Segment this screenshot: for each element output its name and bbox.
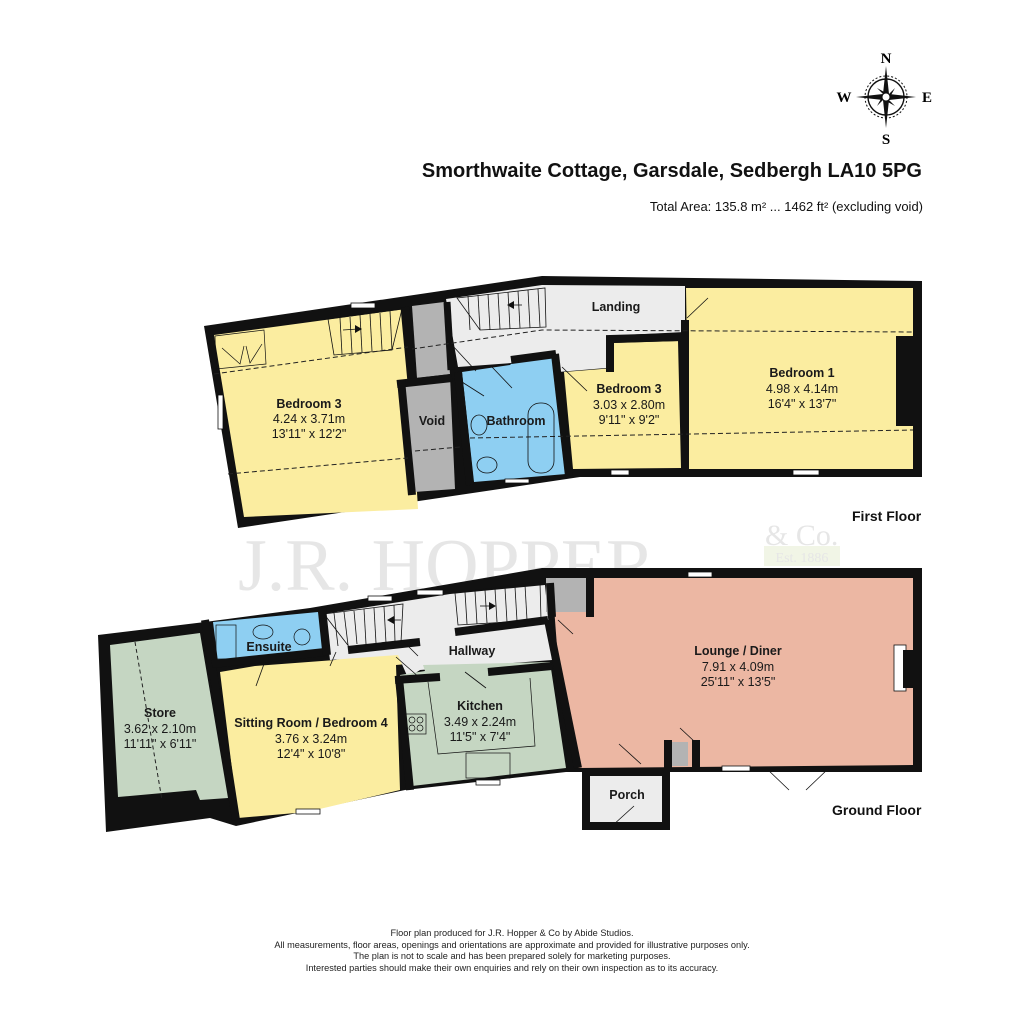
svg-text:7.91 x 4.09m: 7.91 x 4.09m (702, 660, 774, 674)
svg-text:Est. 1886: Est. 1886 (776, 551, 829, 566)
total-area: Total Area: 135.8 m² ... 1462 ft² (exclu… (649, 199, 923, 214)
room-bedroom-3-left (214, 309, 418, 517)
label-bedroom-3-small: Bedroom 3 (596, 382, 661, 396)
room-hallway (324, 585, 552, 678)
label-bedroom-3-left: Bedroom 3 (276, 397, 341, 411)
svg-text:3.03 x 2.80m: 3.03 x 2.80m (593, 398, 665, 412)
room-void (401, 376, 455, 492)
label-ensuite: Ensuite (246, 640, 291, 654)
svg-text:12'4" x 10'8": 12'4" x 10'8" (277, 747, 346, 761)
svg-text:11'5" x 7'4": 11'5" x 7'4" (450, 730, 511, 744)
label-bathroom: Bathroom (486, 414, 545, 428)
svg-text:16'4" x 13'7": 16'4" x 13'7" (768, 397, 837, 411)
label-hallway: Hallway (449, 644, 496, 658)
ground-floor-label: Ground Floor (832, 802, 922, 818)
svg-text:9'11" x 9'2": 9'11" x 9'2" (599, 413, 660, 427)
compass-n: N (881, 51, 892, 67)
room-bedroom-3-small (564, 341, 681, 469)
svg-text:13'11" x 12'2": 13'11" x 12'2" (272, 427, 347, 441)
label-void: Void (419, 414, 445, 428)
label-porch: Porch (609, 788, 644, 802)
room-sitting (220, 648, 420, 818)
compass-s: S (882, 132, 890, 148)
compass-rose-icon: N S W E (837, 51, 933, 148)
compass-w: W (837, 90, 852, 106)
room-ensuite (213, 612, 322, 662)
room-bathroom (462, 357, 566, 482)
room-store (110, 633, 228, 800)
svg-text:4.24 x 3.71m: 4.24 x 3.71m (273, 412, 345, 426)
room-porch (582, 768, 670, 830)
stairs-first-landing (456, 287, 547, 331)
label-lounge-diner: Lounge / Diner (694, 644, 782, 658)
label-sitting-room: Sitting Room / Bedroom 4 (234, 716, 388, 730)
label-bedroom-1: Bedroom 1 (769, 366, 834, 380)
svg-text:11'11" x 6'11": 11'11" x 6'11" (124, 737, 197, 751)
disclaimer: Floor plan produced for J.R. Hopper & Co… (0, 928, 1024, 974)
disclaimer-line: Interested parties should make their own… (305, 962, 719, 973)
label-kitchen: Kitchen (457, 699, 503, 713)
room-lounge (552, 578, 913, 768)
room-bedroom-1 (686, 288, 913, 469)
compass-e: E (922, 90, 932, 106)
label-store: Store (144, 706, 176, 720)
svg-text:25'11" x 13'5": 25'11" x 13'5" (701, 675, 776, 689)
svg-text:3.76 x 3.24m: 3.76 x 3.24m (275, 732, 347, 746)
first-floor-plan: Bedroom 3 4.24 x 3.71m 13'11" x 12'2" Vo… (204, 276, 922, 528)
stairs-first-left (327, 308, 403, 356)
disclaimer-line: Floor plan produced for J.R. Hopper & Co… (390, 928, 634, 938)
svg-text:3.49 x 2.24m: 3.49 x 2.24m (444, 715, 516, 729)
ground-floor-plan: Store 3.62 x 2.10m 11'11" x 6'11" Ensuit… (98, 568, 922, 832)
svg-text:4.98 x 4.14m: 4.98 x 4.14m (766, 382, 838, 396)
disclaimer-line: The plan is not to scale and has been pr… (353, 951, 671, 961)
property-title: Smorthwaite Cottage, Garsdale, Sedbergh … (421, 160, 922, 182)
room-kitchen (400, 662, 566, 786)
label-landing: Landing (592, 300, 641, 314)
svg-text:3.62 x 2.10m: 3.62 x 2.10m (124, 722, 196, 736)
first-floor-label: First Floor (852, 508, 922, 524)
disclaimer-line: All measurements, floor areas, openings … (274, 939, 750, 950)
room-landing (446, 285, 685, 372)
